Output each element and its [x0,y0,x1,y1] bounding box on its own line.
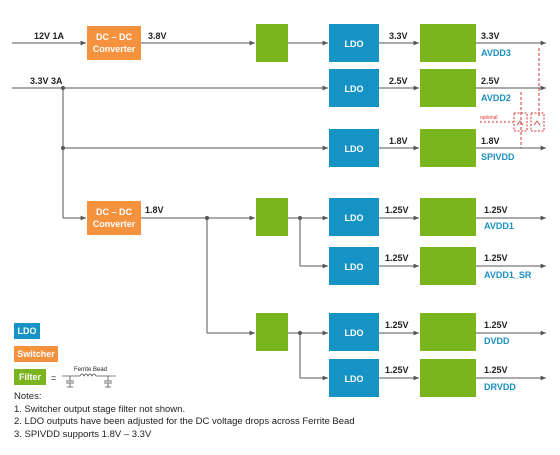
junction-1v8 [205,216,209,220]
note-1: 1. Switcher output stage filter not show… [14,403,186,415]
optional-label: optional [480,115,498,121]
filter-avdd3 [420,24,476,62]
legend-ldo-label: LDO [18,326,37,336]
legend-equals: = [51,373,56,383]
voltage-avdd1-sr-label: 1.25V [484,253,508,263]
optional-switch-b [530,112,545,132]
notes: Notes: 1. Switcher output stage filter n… [14,391,355,441]
ldo-avdd1-sr-label: LDO [345,262,364,272]
ldo-dvdd [329,313,379,351]
rail-dvdd: DVDD [484,336,510,346]
ldo-avdd3-label: LDO [345,39,364,49]
legend-ldo-swatch [14,323,40,339]
ldo-dvdd-label: LDO [345,328,364,338]
input-3v3-label: 3.3V 3A [30,76,63,86]
rail-avdd1-sr: AVDD1_SR [484,270,532,280]
voltage-3v8-label: 3.8V [148,31,167,41]
voltage-avdd3-label: 3.3V [481,31,500,41]
legend: LDO Switcher Filter = Ferrite Bead [14,323,116,388]
voltage-avdd1-ldo-label: 1.25V [385,205,409,215]
ldo-avdd1-label: LDO [345,213,364,223]
filter-avdd1 [420,198,476,236]
legend-switcher-swatch [14,346,58,362]
rail-avdd1: AVDD1 [484,221,514,231]
voltage-3v3-label: 3.3V [389,31,408,41]
note-3: 3. SPIVDD supports 1.8V – 3.3V [14,428,152,440]
legend-filter-swatch [14,369,46,385]
dcdc-converter-1-line1: DC – DC [96,32,133,42]
rail-drvdd: DRVDD [484,382,516,392]
input-12v-label: 12V 1A [34,31,65,41]
ldo-avdd3 [329,24,379,62]
dcdc-converter-1-line2: Converter [93,44,136,54]
legend-filter-label: Filter [19,372,42,382]
optional-switches: optional [480,48,545,148]
note-2: 2. LDO outputs have been adjusted for th… [14,416,355,427]
ldo-avdd2 [329,69,379,107]
voltage-spivdd-label: 1.8V [481,136,500,146]
voltage-dvdd-ldo-label: 1.25V [385,320,409,330]
ldo-avdd2-label: LDO [345,84,364,94]
voltage-avdd1-sr-ldo-label: 1.25V [385,253,409,263]
voltage-drvdd-ldo-label: 1.25V [385,365,409,375]
ldo-avdd1-sr [329,247,379,285]
dcdc-converter-2-line1: DC – DC [96,207,133,217]
voltage-dvdd-label: 1.25V [484,320,508,330]
junction-3v3-top [61,86,65,90]
notes-title: Notes: [14,391,42,402]
voltage-1v8-dcdc-label: 1.8V [145,205,164,215]
junction-filter2 [298,216,302,220]
ldo-avdd1 [329,198,379,236]
filter-spivdd [420,129,476,167]
ldo-drvdd-label: LDO [345,374,364,384]
dcdc-converter-2-line2: Converter [93,219,136,229]
voltage-avdd1-label: 1.25V [484,205,508,215]
ldo-spivdd-label: LDO [345,144,364,154]
rail-spivdd: SPIVDD [481,152,515,162]
filter-drvdd [420,359,476,397]
optional-switch-a [513,112,528,132]
ldo-drvdd [329,359,379,397]
filter-1 [256,24,288,62]
filter-3 [256,313,288,351]
filter-2 [256,198,288,236]
voltage-drvdd-label: 1.25V [484,365,508,375]
ferrite-bead-icon [62,373,116,388]
filter-avdd1-sr [420,247,476,285]
dcdc-converter-1 [87,26,141,60]
voltage-1v8-label: 1.8V [389,136,408,146]
filter-avdd2 [420,69,476,107]
rail-avdd2: AVDD2 [481,93,511,103]
voltage-avdd2-label: 2.5V [481,76,500,86]
voltage-2v5-label: 2.5V [389,76,408,86]
ldo-spivdd [329,129,379,167]
dcdc-converter-2 [87,201,141,235]
filter-dvdd [420,313,476,351]
legend-switcher-label: Switcher [17,349,55,359]
junction-filter3 [298,331,302,335]
legend-ferrite-bead-label: Ferrite Bead [74,367,107,373]
rail-avdd3: AVDD3 [481,48,511,58]
